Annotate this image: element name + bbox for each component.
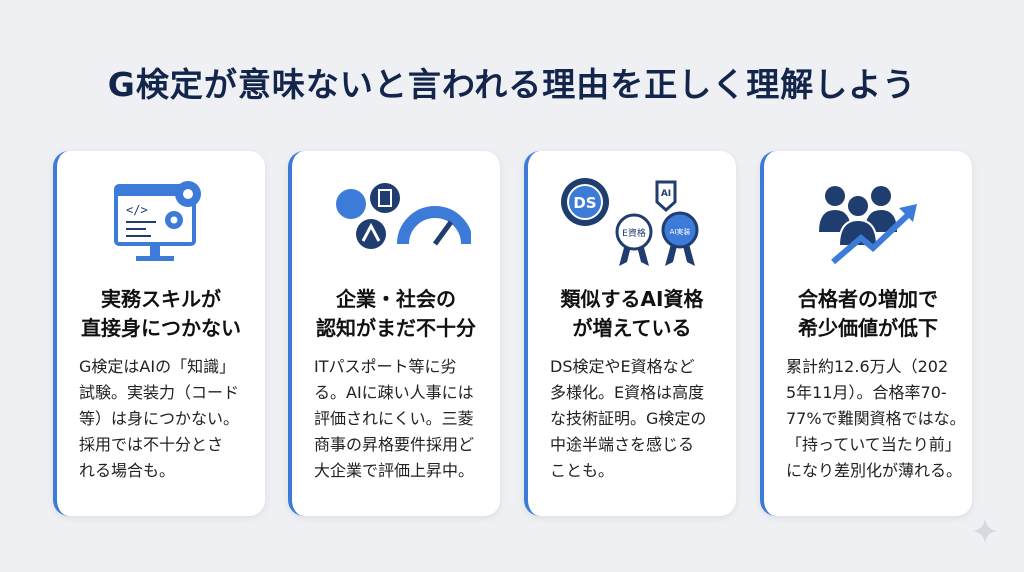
svg-text:DS: DS [573, 194, 596, 212]
card-practical-skills: </> 実務スキルが直接身につかない G検定はAIの「知識」試験。実装力（コード… [53, 151, 265, 516]
svg-text:AI実装: AI実装 [670, 227, 691, 236]
card-heading: 企業・社会の認知がまだ不十分 [316, 287, 476, 340]
people-growth-arrow-icon [764, 169, 972, 279]
card-heading: 合格者の増加で希少価値が低下 [798, 287, 938, 340]
card-heading: 実務スキルが直接身につかない [81, 287, 241, 340]
svg-text:E資格: E資格 [622, 227, 646, 239]
monitor-code-gears-icon: </> [57, 169, 265, 279]
certification-badges-icon: DS AI E資格 AI実装 [528, 169, 736, 279]
card-body: ITパスポート等に劣る。AIに疎い人事には評価されにくい。三菱商事の昇格要件採用… [314, 357, 475, 480]
page-title: G検定が意味ないと言われる理由を正しく理解しよう [107, 65, 917, 104]
card-recognition: 企業・社会の認知がまだ不十分 ITパスポート等に劣る。AIに疎い人事には評価され… [288, 151, 500, 516]
sparkle-icon [972, 518, 998, 544]
svg-text:AI: AI [661, 189, 671, 199]
card-similar-certs: DS AI E資格 AI実装 類似するAI資格が増えている DS検定やE資格など… [524, 151, 736, 516]
card-body: DS検定やE資格など多様化。E資格は高度な技術証明。G検定の中途半端さを感じるこ… [550, 357, 707, 480]
svg-text:</>: </> [126, 203, 148, 217]
company-logos-gauge-icon [292, 169, 500, 279]
card-heading: 類似するAI資格が増えている [560, 287, 704, 340]
card-body: G検定はAIの「知識」試験。実装力（コード等）は身につかない。採用では不十分とさ… [79, 357, 240, 480]
